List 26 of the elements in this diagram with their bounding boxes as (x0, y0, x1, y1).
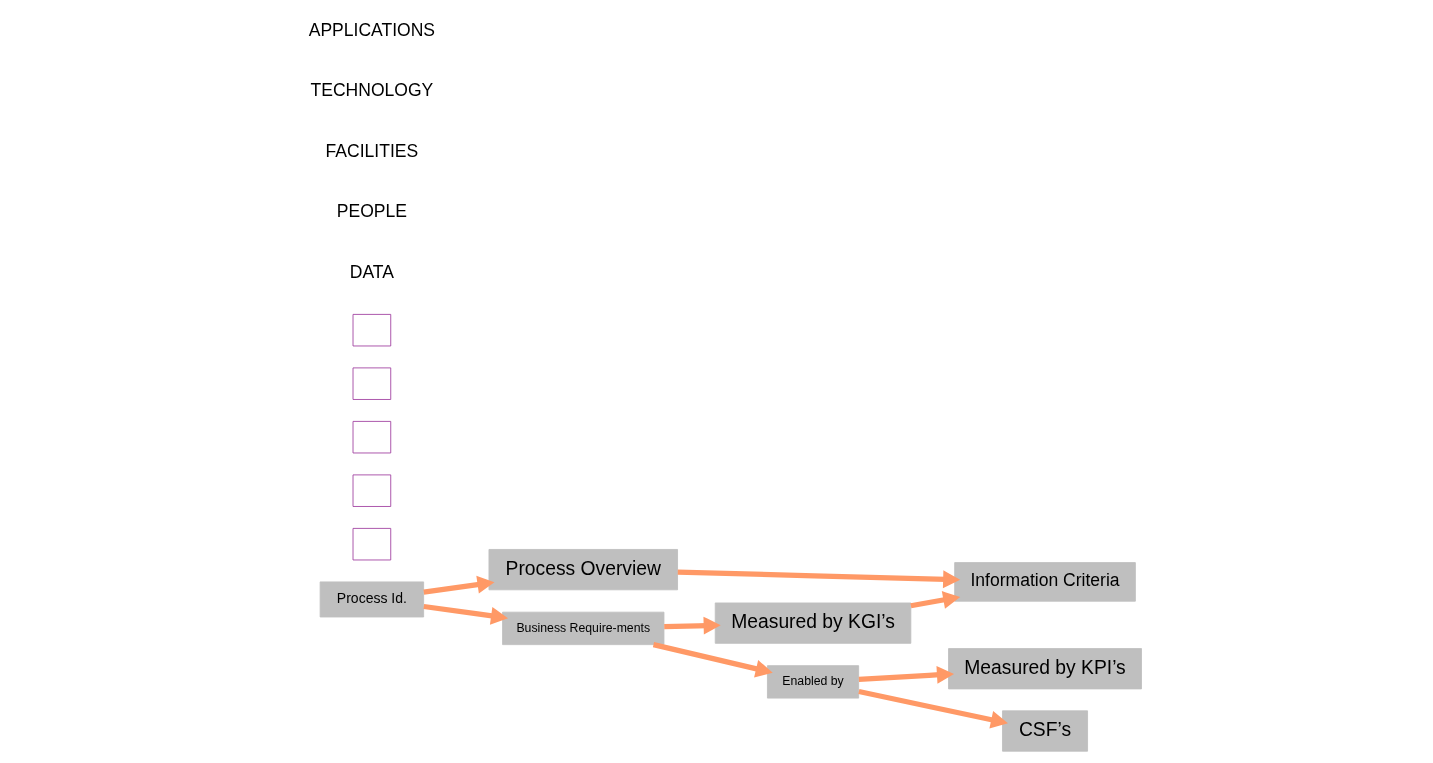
node-box: CSF’s (1001, 710, 1088, 752)
node-box (352, 527, 391, 561)
node-box: Information Criteria (953, 562, 1136, 602)
label: FACILITIES (325, 140, 418, 161)
arrow (652, 642, 773, 678)
label: DATA (349, 261, 394, 282)
node-box (352, 420, 391, 454)
label: TECHNOLOGY (310, 80, 433, 101)
label: PEOPLE (336, 201, 407, 222)
arrow (422, 575, 494, 595)
arrow (858, 665, 954, 684)
node-box: Business Require-ments (501, 611, 664, 646)
arrow (909, 591, 960, 609)
node-box: Process Overview (488, 549, 678, 591)
node-box (352, 367, 391, 400)
node-box (352, 313, 391, 347)
label: APPLICATIONS (308, 19, 435, 40)
arrow (422, 603, 508, 625)
node-box: Measured by KGI’s (714, 602, 911, 644)
node-box: Process Id. (319, 581, 424, 618)
arrow (677, 569, 960, 589)
node-box: Measured by KPI’s (947, 648, 1142, 690)
arrow (663, 616, 721, 635)
arrow (857, 688, 1008, 729)
node-box (352, 474, 391, 507)
node-box: Enabled by (766, 665, 859, 699)
